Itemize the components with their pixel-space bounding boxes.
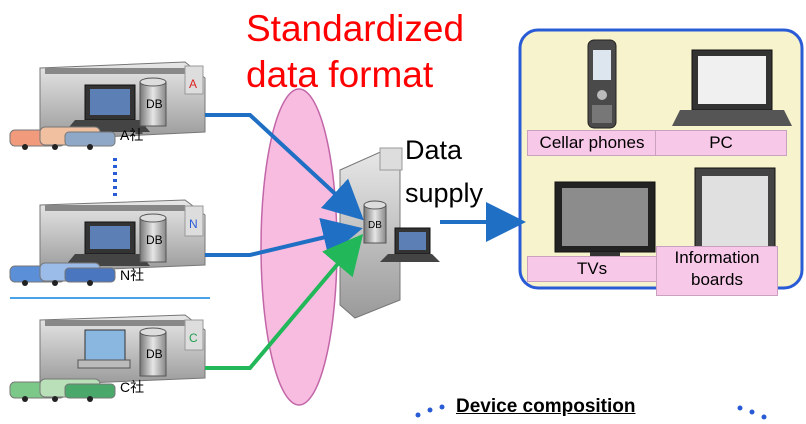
decorative-dots [415,404,767,420]
db-label-n: DB [146,233,163,247]
title-line-2: data format [246,54,434,95]
laptop-icon [672,49,792,126]
tvs-label: TVs [527,256,657,282]
device-composition-label: Device composition [456,396,636,417]
title-line-1: Standardized [246,8,465,49]
cellphone-icon [587,39,617,129]
db-label-server: DB [368,220,382,231]
db-label-c: DB [146,347,163,361]
arrow-a-to-server [205,113,364,221]
company-a-label: A社 [120,127,144,143]
company-c-label: C社 [120,379,145,395]
information-boards-line-2: boards [691,270,743,289]
data-supply-line-1: Data [405,135,463,165]
company-n-building [39,199,206,273]
bus-icon-a [9,126,116,150]
information-boards-label: Information boards [656,246,778,296]
bus-icon-n [9,262,116,286]
arrow-n-to-server [205,217,363,257]
pc-label: PC [655,130,787,156]
company-a-building [39,61,206,141]
information-boards-line-1: Information [674,248,760,267]
bus-icon-c [9,378,116,402]
badge-n: N [189,217,198,231]
data-supply-line-2: supply [405,178,484,208]
central-server [339,147,440,319]
company-c-building [39,314,206,386]
arrow-c-to-server [205,233,364,370]
badge-a: A [189,77,197,91]
company-n-label: N社 [120,267,145,283]
db-label-a: DB [146,97,163,111]
badge-c: C [189,331,198,345]
cellar-phones-label: Cellar phones [527,130,657,156]
tv-icon [554,181,656,260]
